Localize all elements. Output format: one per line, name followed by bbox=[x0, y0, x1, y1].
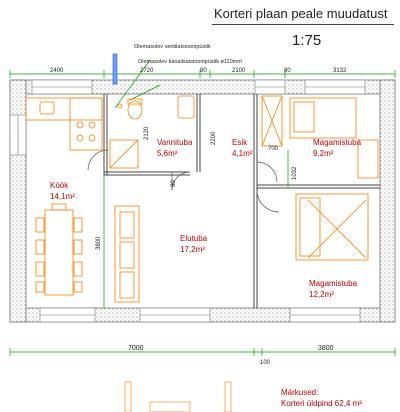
room-magamistuba2-area: 12,2m² bbox=[309, 290, 334, 299]
title-underline bbox=[212, 24, 394, 25]
dim-top-2: 2720 bbox=[140, 68, 154, 74]
dim-top-5: 80 bbox=[284, 68, 291, 74]
dim-bottom-2: 100 bbox=[260, 360, 271, 366]
legend-heading: Märkused: bbox=[281, 388, 319, 397]
dim-inner-v5: 3800 bbox=[96, 236, 102, 250]
room-elutuba-area: 17,2m² bbox=[180, 245, 205, 254]
vent-note: Olemasolev ventilatsioonipüstik bbox=[134, 44, 211, 50]
dim-inner-v4: 1032 bbox=[292, 166, 298, 180]
room-esik-area: 4,1m² bbox=[232, 149, 253, 158]
dim-inner-v3: 80 bbox=[171, 180, 177, 187]
dim-inner-v2: 2200 bbox=[211, 131, 217, 145]
dim-bottom-3: 3800 bbox=[318, 345, 334, 352]
door-swings bbox=[87, 149, 280, 213]
legend-total-area: Korteri üldpind 62,4 m² bbox=[281, 399, 362, 408]
lower-detail-fragment bbox=[124, 381, 232, 412]
dim-inner-h1: 700 bbox=[268, 146, 279, 152]
exterior-walls bbox=[9, 79, 396, 323]
dim-inner-v1: 2120 bbox=[144, 126, 150, 140]
room-kook-area: 14,1m² bbox=[50, 192, 75, 201]
room-vannituba-area: 5,6m² bbox=[157, 149, 178, 158]
dim-top-3: 80 bbox=[200, 68, 207, 74]
plan-title: Korteri plaan peale muudatust bbox=[214, 6, 388, 21]
room-magamistuba1-name: Magamistuba bbox=[313, 138, 362, 147]
sewer-note: Olemasolev kanalisatsioonipüstik ø110mm bbox=[138, 59, 242, 65]
room-elutuba-name: Elutuba bbox=[180, 234, 208, 243]
interior-walls bbox=[103, 94, 380, 308]
living-room-furniture bbox=[114, 205, 140, 303]
dim-top-4: 2100 bbox=[232, 68, 246, 74]
room-esik-name: Esik bbox=[232, 138, 248, 147]
bathroom-fixtures bbox=[109, 95, 195, 169]
room-magamistuba2-name: Magamistuba bbox=[309, 279, 358, 288]
plan-scale: 1:75 bbox=[292, 32, 322, 49]
dim-bottom-1: 7000 bbox=[128, 345, 144, 352]
room-kook-name: Köök bbox=[50, 181, 69, 190]
kitchen-furniture bbox=[25, 97, 103, 296]
dimension-lines bbox=[9, 59, 396, 356]
bedroom-furniture bbox=[261, 95, 379, 261]
room-magamistuba1-area: 9,2m² bbox=[313, 149, 334, 158]
room-vannituba-name: Vannituba bbox=[157, 138, 193, 147]
dim-top-6: 3132 bbox=[333, 68, 347, 74]
dim-top-1: 2400 bbox=[50, 68, 64, 74]
riser-marker bbox=[112, 53, 118, 85]
